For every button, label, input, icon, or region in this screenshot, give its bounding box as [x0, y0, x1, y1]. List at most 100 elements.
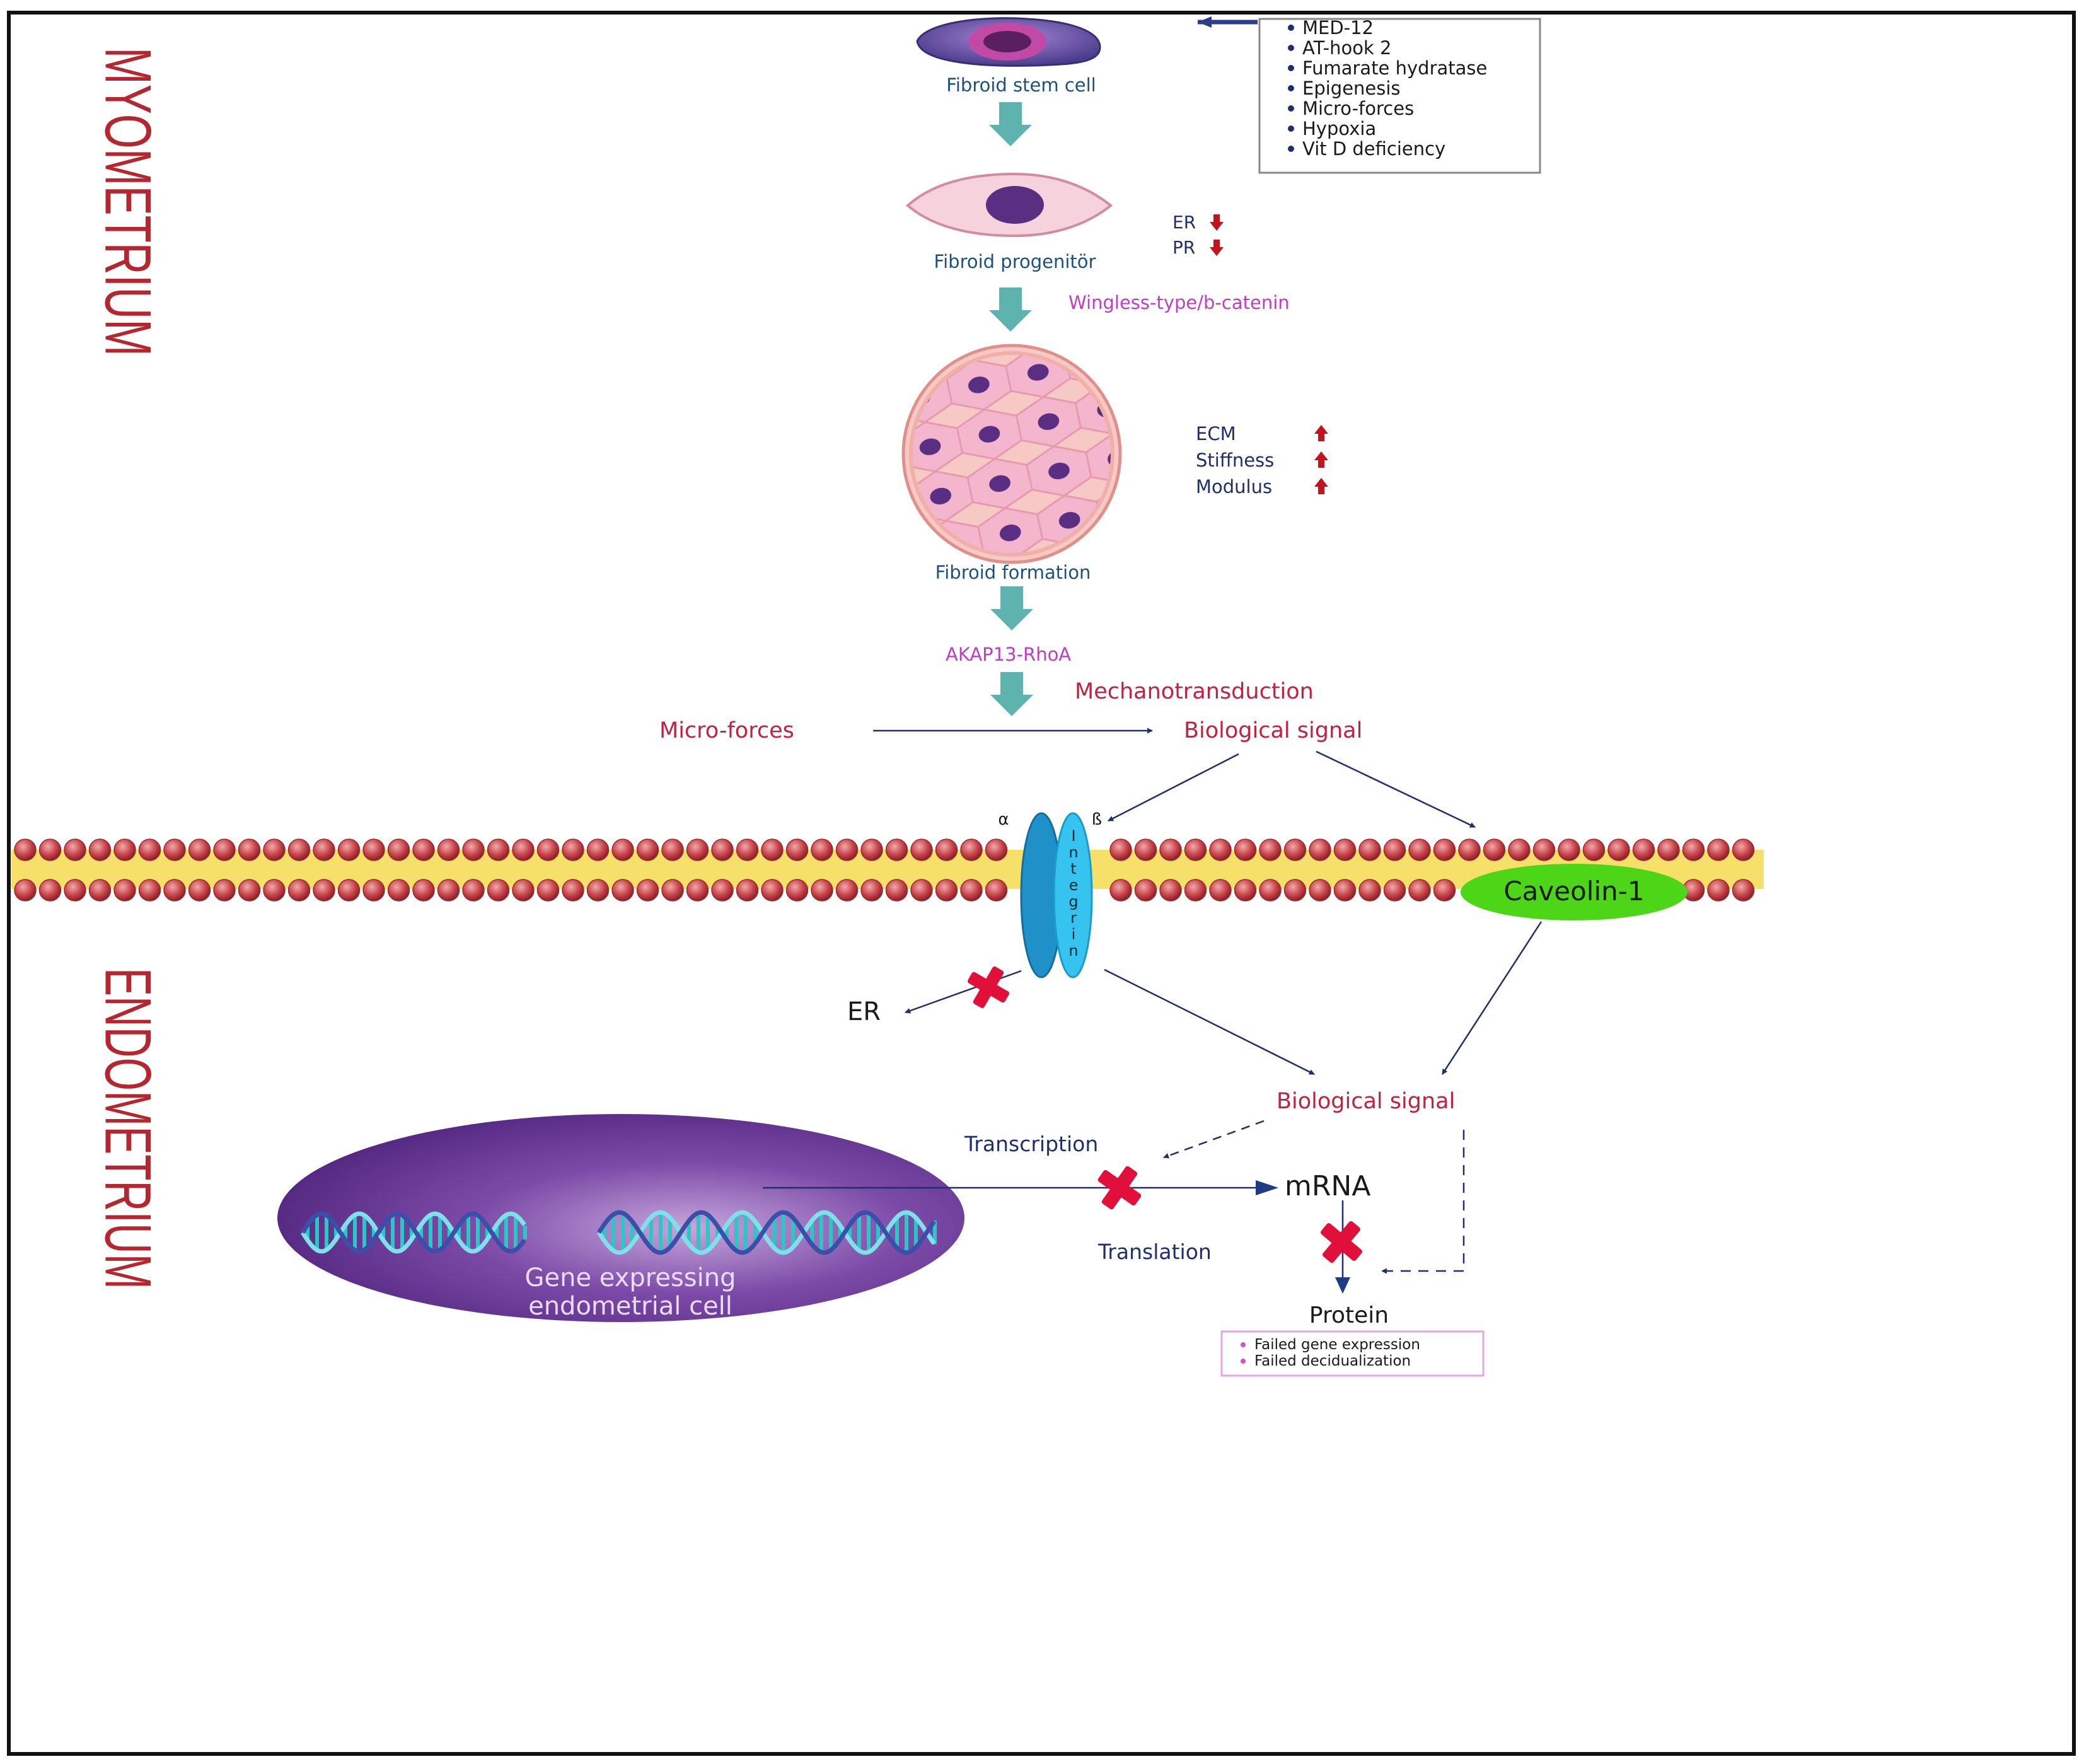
lipid-head	[1532, 838, 1556, 861]
lipid-head	[636, 838, 659, 861]
lipid-head	[1632, 838, 1655, 861]
region-label-myometrium: MYOMETRIUM	[91, 47, 165, 356]
flow-arrow-down	[989, 102, 1032, 146]
bullet-icon	[1288, 65, 1294, 71]
lipid-head	[636, 879, 659, 902]
lipid-head	[138, 879, 161, 902]
lipid-head	[785, 838, 809, 861]
lipid-head	[1109, 879, 1132, 902]
lipid-head	[1433, 838, 1456, 861]
lipid-head	[462, 838, 485, 861]
micro-forces-label: Micro-forces	[659, 718, 794, 743]
increase-arrow-icon	[1314, 451, 1328, 468]
lipid-head	[1383, 879, 1406, 902]
lipid-head	[113, 879, 136, 902]
lipid-head	[611, 838, 634, 861]
lipid-head	[1134, 879, 1157, 902]
lipid-head	[910, 879, 933, 902]
risk-factors-box	[1258, 18, 1541, 174]
lipid-head	[1259, 838, 1282, 861]
lipid-head	[88, 879, 112, 902]
lipid-head	[138, 838, 161, 861]
lipid-head	[1184, 838, 1207, 861]
increase-arrow-icon	[1314, 478, 1328, 494]
lipid-head	[1159, 838, 1182, 861]
receptor-changes: ER PR	[1172, 212, 1224, 258]
bullet-icon	[1288, 146, 1294, 152]
transcription-label: Transcription	[964, 1132, 1098, 1156]
blocked-cross-icon	[1097, 1166, 1142, 1210]
lipid-head	[387, 879, 410, 902]
lipid-head	[38, 838, 62, 861]
lipid-layer-top	[14, 838, 1755, 861]
lipid-head	[113, 838, 136, 861]
blocked-cross-icon	[1320, 1221, 1363, 1263]
figure-border	[7, 11, 2076, 1756]
signal-to-transcription-arrow	[1163, 1120, 1265, 1159]
region-label-endometrium: ENDOMETRIUM	[91, 968, 165, 1289]
receptor-label: PR	[1172, 237, 1195, 258]
translation-label: Translation	[1097, 1239, 1212, 1264]
lipid-head	[1682, 838, 1705, 861]
lipid-head	[860, 879, 883, 902]
lipid-head	[711, 838, 734, 861]
lipid-head	[362, 879, 385, 902]
lipid-head	[736, 838, 759, 861]
lipid-head	[1707, 879, 1730, 902]
lipid-head	[661, 838, 684, 861]
lipid-head	[64, 879, 86, 902]
alpha-label: α	[998, 810, 1009, 829]
lipid-head	[387, 838, 410, 861]
bullet-icon	[1288, 105, 1294, 112]
lipid-head	[462, 879, 485, 902]
integrin-to-signal-arrow	[1104, 968, 1315, 1076]
lipid-head	[512, 838, 535, 861]
biological-signal-bottom-label: Biological signal	[1276, 1089, 1455, 1114]
mechanotransduction-label: Mechanotransduction	[1075, 679, 1314, 704]
lipid-head	[163, 838, 186, 861]
lipid-head	[1657, 838, 1680, 861]
bullet-icon	[1288, 125, 1294, 132]
lipid-head	[1458, 838, 1481, 861]
nucleus-label-line1: Gene expressing	[525, 1263, 736, 1292]
signal-to-integrin-arrow	[1108, 753, 1239, 822]
lipid-head	[512, 879, 535, 902]
cell-membrane	[11, 838, 1764, 902]
blocked-cross-icon	[968, 966, 1009, 1008]
lipid-head	[536, 879, 560, 902]
lipid-head	[287, 879, 311, 902]
dna-strand-icon	[301, 1211, 527, 1254]
lipid-head	[835, 838, 859, 861]
lipid-head	[487, 838, 510, 861]
receptor-label: ER	[1172, 212, 1196, 233]
transcription-arrowhead	[1256, 1180, 1278, 1195]
decrease-arrow-icon	[1210, 240, 1224, 256]
integrin-letter: n	[1068, 844, 1078, 861]
lipid-head	[935, 879, 958, 902]
lipid-head	[711, 879, 734, 902]
lipid-head	[1333, 879, 1357, 902]
flow-arrow-down	[989, 287, 1032, 332]
dna-strand-icon	[597, 1210, 937, 1255]
lipid-head	[1309, 838, 1331, 861]
lipid-head	[14, 838, 37, 861]
lipid-head	[1283, 838, 1307, 861]
integrin-letter: I	[1071, 827, 1075, 845]
matrix-change-label: ECM	[1196, 423, 1236, 444]
lipid-head	[337, 879, 361, 902]
pathway-akap-label: AKAP13-RhoA	[946, 644, 1071, 665]
lipid-head	[14, 879, 37, 902]
lipid-head	[1408, 879, 1431, 902]
caveolin-icon	[1461, 864, 1687, 920]
lipid-head	[985, 838, 1008, 861]
matrix-change-label: Modulus	[1196, 476, 1272, 497]
lipid-head	[1283, 879, 1307, 902]
risk-factor-item: Hypoxia	[1302, 118, 1376, 139]
risk-factor-arrowhead	[1198, 16, 1212, 28]
lipid-head	[313, 879, 335, 902]
lipid-head	[935, 838, 958, 861]
lipid-head	[1508, 838, 1531, 861]
lipid-head	[1259, 879, 1282, 902]
